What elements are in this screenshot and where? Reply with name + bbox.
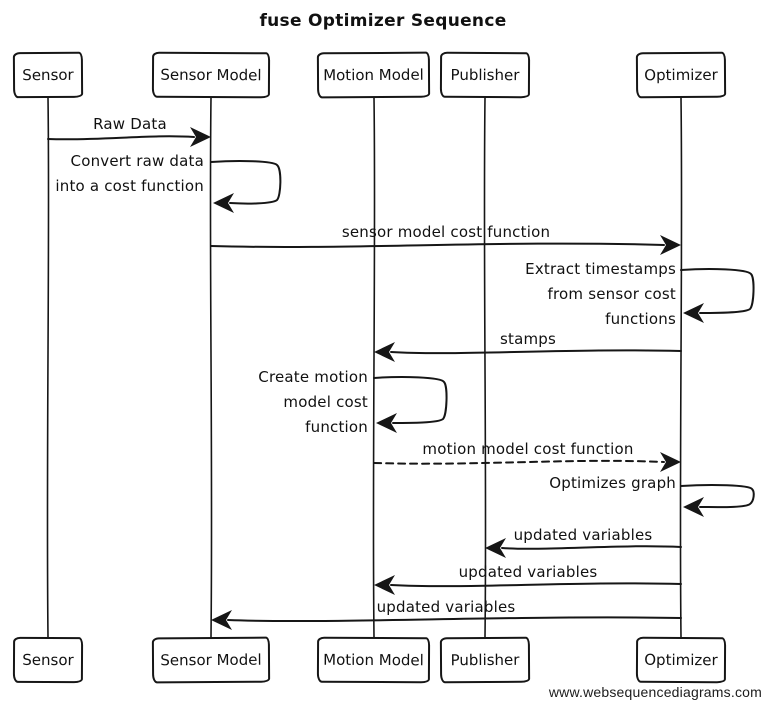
arrow-stamps: [390, 349, 682, 355]
arrowhead-stamps: [374, 342, 395, 362]
arrowhead-create-motion-model: [376, 413, 397, 433]
watermark-link[interactable]: www.websequencediagrams.com: [548, 684, 762, 700]
arrowhead-updated-variables-sensor-model: [211, 610, 232, 630]
message-label-optimizes-graph: Optimizes graph: [549, 474, 676, 492]
message-label-updated-variables-sensor-model: updated variables: [376, 598, 516, 616]
participant-label: Publisher: [450, 65, 520, 85]
message-label-updated-variables-motion-model: updated variables: [458, 563, 598, 581]
participant-top-optimizer: Optimizer: [635, 51, 727, 99]
participant-label: Sensor Model: [160, 65, 262, 85]
participant-label: Optimizer: [644, 650, 718, 670]
participant-top-motion-model: Motion Model: [316, 51, 431, 99]
lifeline-optimizer: [679, 97, 683, 638]
message-label-raw-data: Raw Data: [93, 115, 167, 133]
lifeline-sensor-model: [209, 97, 213, 638]
message-label-extract-timestamps: Extract timestamps from sensor cost func…: [525, 260, 676, 328]
arrow-motion-model-cost-function: [373, 459, 665, 465]
participant-top-publisher: Publisher: [439, 51, 531, 99]
diagram-title: fuse Optimizer Sequence: [259, 11, 507, 31]
arrow-updated-variables-sensor-model: [227, 616, 682, 623]
participant-label: Sensor Model: [160, 650, 262, 670]
message-label-motion-model-cost-function: motion model cost function: [422, 440, 634, 458]
participant-bottom-publisher: Publisher: [439, 636, 531, 684]
participant-label: Sensor: [22, 650, 74, 670]
arrowhead-convert-raw-data: [213, 193, 234, 213]
arrow-updated-variables-publisher: [501, 545, 682, 550]
participant-bottom-sensor-model: Sensor Model: [151, 636, 271, 684]
arrow-updated-variables-motion-model: [390, 582, 682, 588]
arrowhead-updated-variables-publisher: [485, 538, 506, 558]
arrowhead-sensor-model-cost-function: [660, 235, 681, 255]
participant-label: Publisher: [450, 650, 520, 670]
selfloop-optimizes-graph: [680, 484, 755, 509]
selfloop-convert-raw-data: [210, 160, 282, 205]
participant-label: Optimizer: [644, 65, 718, 85]
participant-top-sensor: Sensor: [12, 51, 84, 99]
lifeline-publisher: [483, 97, 487, 638]
arrowhead-extract-timestamps: [683, 303, 704, 323]
participant-label: Motion Model: [323, 650, 424, 670]
lifeline-sensor: [46, 97, 50, 638]
message-label-sensor-model-cost-function: sensor model cost function: [341, 223, 551, 241]
arrowhead-motion-model-cost-function: [660, 452, 681, 472]
selfloop-extract-timestamps: [680, 268, 755, 314]
participant-label: Motion Model: [323, 65, 424, 85]
arrowhead-optimizes-graph: [683, 497, 704, 517]
participant-top-sensor-model: Sensor Model: [151, 51, 271, 99]
message-label-updated-variables-publisher: updated variables: [513, 526, 653, 544]
participant-bottom-motion-model: Motion Model: [316, 636, 431, 684]
lifeline-motion-model: [372, 97, 376, 638]
participant-label: Sensor: [22, 65, 74, 85]
participant-bottom-optimizer: Optimizer: [635, 636, 727, 684]
arrow-raw-data: [47, 135, 195, 141]
arrowhead-updated-variables-motion-model: [374, 575, 395, 595]
arrowhead-raw-data: [190, 127, 211, 147]
selfloop-create-motion-model: [373, 376, 448, 424]
message-label-create-motion-model: Create motion model cost function: [258, 368, 368, 436]
arrow-sensor-model-cost-function: [210, 242, 665, 248]
participant-bottom-sensor: Sensor: [12, 636, 84, 684]
message-label-convert-raw-data: Convert raw data into a cost function: [55, 152, 204, 195]
message-label-stamps: stamps: [499, 330, 557, 348]
